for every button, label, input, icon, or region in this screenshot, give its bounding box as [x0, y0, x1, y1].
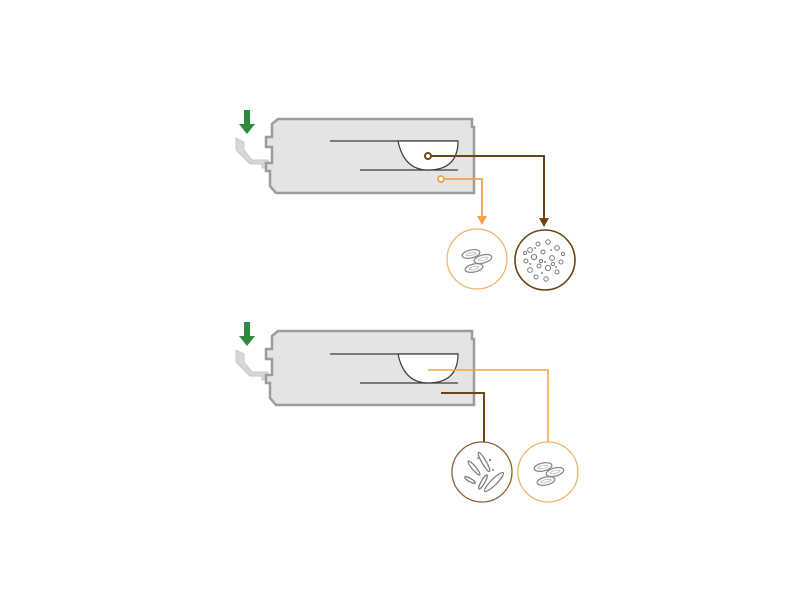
dark-output-arrow	[539, 218, 549, 227]
inlet-chute	[235, 349, 269, 381]
separator-housing	[264, 117, 476, 195]
dark-output-line	[441, 392, 485, 444]
light-output-node	[437, 175, 445, 183]
light-output-line	[428, 369, 549, 444]
dark-output-line	[431, 155, 545, 220]
sorting-bowl	[397, 353, 459, 384]
down-arrow-icon	[239, 110, 255, 134]
separator-unit-bottom	[235, 322, 579, 503]
small-crumbs-icon	[514, 229, 576, 291]
dark-output-node	[424, 152, 432, 160]
oval-grain-icon	[517, 441, 579, 503]
light-output-line	[444, 178, 483, 218]
elongated-splinter-icon	[451, 441, 513, 503]
separator-housing	[264, 329, 476, 407]
oval-grain-icon	[446, 228, 508, 290]
down-arrow-icon	[239, 322, 255, 346]
inlet-chute	[235, 137, 269, 169]
separator-unit-top	[235, 110, 576, 291]
light-output-arrow	[477, 216, 487, 225]
